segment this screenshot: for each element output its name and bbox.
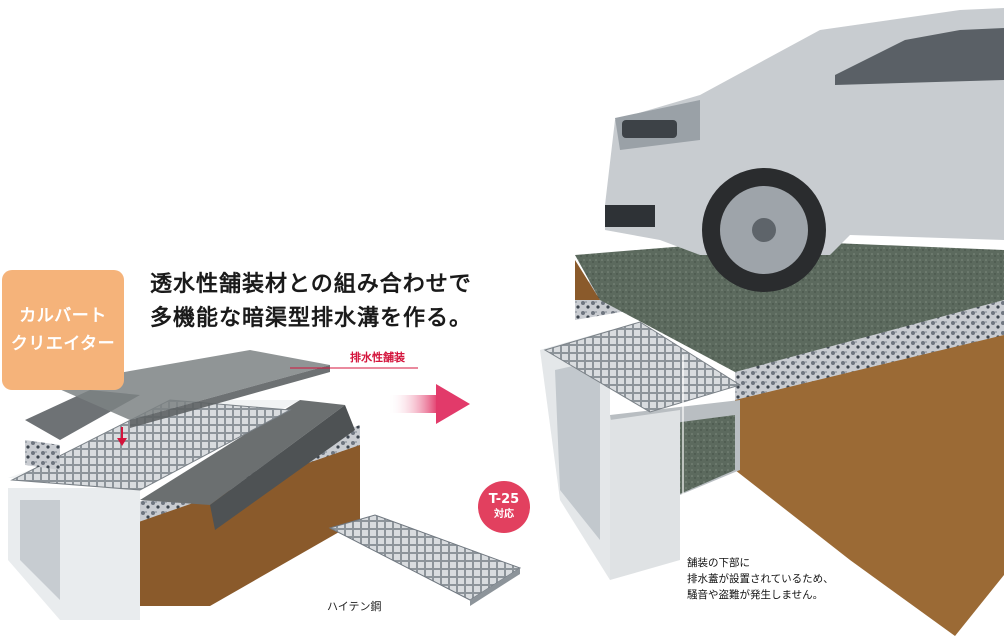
note-line-2: 排水蓋が設置されているため、: [687, 573, 834, 585]
t25-badge: T-25 対応: [478, 481, 530, 533]
headline-line-2: 多機能な暗渠型排水溝を作る。: [150, 306, 473, 331]
steel-grating: [328, 514, 522, 606]
right-cross-section: [540, 240, 1004, 636]
note-line-1: 舗装の下部に: [687, 557, 750, 569]
car-illustration: [605, 8, 1004, 292]
badge-line-2: クリエイター: [10, 334, 116, 354]
badge-line-1: カルバート: [19, 306, 107, 326]
drain-note: 舗装の下部に 排水蓋が設置されているため、 騒音や盗難が発生しません。: [687, 555, 834, 603]
product-badge: カルバート クリエイター: [2, 270, 124, 390]
left-cross-section: [8, 350, 418, 620]
headline-line-1: 透水性舗装材との組み合わせで: [150, 272, 472, 297]
right-arrow-icon: [388, 384, 470, 424]
headline: 透水性舗装材との組み合わせで 多機能な暗渠型排水溝を作る。: [150, 268, 472, 336]
t25-line-1: T-25: [488, 492, 520, 507]
steel-label: ハイテン鋼: [327, 600, 382, 613]
t25-line-2: 対応: [494, 509, 514, 520]
note-line-3: 騒音や盗難が発生しません。: [687, 589, 824, 601]
permeable-pavement-label: 排水性舗装: [350, 351, 405, 364]
